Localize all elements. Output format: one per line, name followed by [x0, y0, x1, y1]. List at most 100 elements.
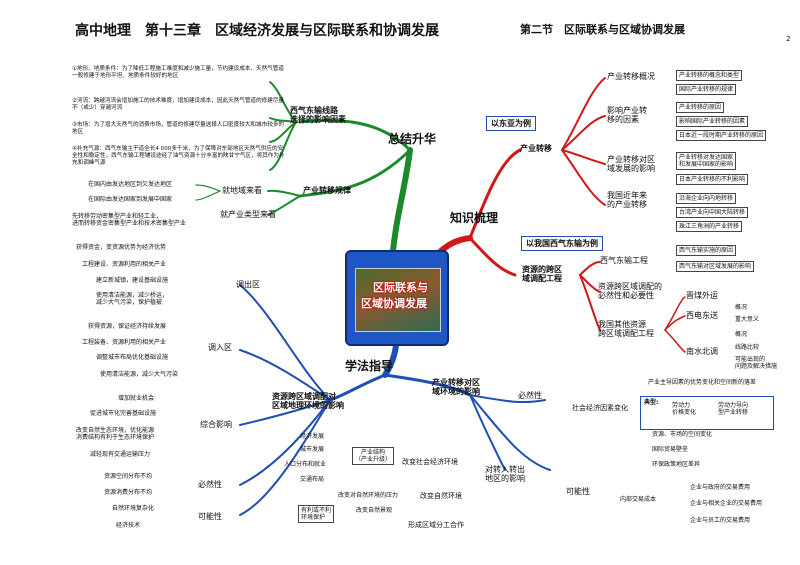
factors-title: 西气东输线路 选择的影响因素	[290, 106, 346, 124]
combined-impact: 综合影响	[200, 420, 232, 429]
dynamic-note: 产业主导因素的优势变化和空间新的落差	[648, 380, 756, 387]
in-item-2: 工程装备、资源利用的相关产业	[82, 340, 166, 347]
water-node: 南水北调	[686, 347, 718, 356]
possibility-label: 可能性	[566, 487, 590, 496]
econ-item-3: 人口分布和就业	[284, 462, 326, 469]
cost-item-3: 企业与员工的交易费用	[690, 518, 750, 525]
cost-item-2: 企业与相关企业的交易费用	[690, 501, 762, 508]
out-item-2: 工程建设、资源利用的相关产业	[82, 262, 166, 269]
coal-node: 晋煤外运	[686, 291, 718, 300]
factor-note-4: ④补充气源：西气东输主干道全长4 000多千米，为了保障对东部地区天然气供应的安…	[72, 146, 287, 167]
water-item-1: 概况	[735, 332, 747, 339]
rule-title: 产业转移规律	[303, 186, 351, 195]
can-item-1: 自然环境复杂化	[112, 506, 154, 513]
section-title: 第二节 区际联系与区域协调发展	[520, 24, 685, 37]
impact-item-1: 产业转移对发达国家 和发展中国家的影响	[676, 152, 736, 170]
inout-node: 对转入转出 地区的影响	[485, 465, 525, 483]
out-area: 调出区	[236, 280, 260, 289]
econ-item-4: 交通布局	[300, 477, 324, 484]
wge-item-2: 西气东输对区域发展的影响	[676, 261, 754, 272]
labor-price: 劳动力 价格变化	[672, 403, 696, 417]
power-item-1: 概况	[735, 305, 747, 312]
power-item-2: 重大意义	[735, 317, 759, 324]
in-item-3: 调整城市布局优化基础设施	[96, 355, 168, 362]
branch-method: 学法指导	[345, 360, 393, 374]
water-item-2: 线路比较	[735, 345, 759, 352]
in-item-1: 获得资源，保证经济持续发展	[88, 324, 166, 331]
impact-node: 产业转移对区 域发展的影响	[607, 155, 655, 173]
natural-item-1: 改变对自然环境的压力	[338, 493, 398, 500]
typical-box	[640, 396, 774, 430]
type-text: 先转移劳动密集型产业和轻工业， 进而转移资金密集型产业和技术密集型产业	[72, 214, 186, 228]
econ-item-1: 经济发展	[300, 434, 324, 441]
tag-east-asia: 以东亚为例	[486, 116, 536, 131]
industry-transfer: 产业转移	[520, 144, 552, 153]
out-item-1: 获得资金，变资源优势为经济优势	[76, 245, 166, 252]
internal-cost: 内部交易成本	[620, 497, 656, 504]
typical-label: 典型:	[644, 400, 658, 407]
env-title: 产业转移对区 域环境的影响	[432, 378, 480, 396]
cost-item-1: 企业与政府的交易费用	[690, 485, 750, 492]
center-title-line1: 区际联系与	[373, 282, 428, 295]
must-node: 必然性	[198, 480, 222, 489]
water-item-3: 可能出现的 问题及解决措施	[735, 357, 777, 371]
impact-item-2: 日本产业转移的不利影响	[676, 174, 748, 185]
labor-industry: 劳动力导向 型产业转移	[718, 403, 748, 417]
others-node: 我国其他资源 跨区域调配工程	[598, 320, 654, 338]
comb-item-1: 增加就业机会	[118, 396, 154, 403]
out-item-3: 建立新城镇，建设基础设施	[96, 278, 168, 285]
wge-node: 西气东输工程	[600, 256, 648, 265]
necessity-node: 资源跨区域调配的 必然性和必要性	[598, 282, 662, 300]
in-area: 调入区	[208, 343, 232, 352]
division-node: 形成区域分工合作	[408, 521, 464, 529]
comb-item-3: 改变自然生态环境，优化能源 消费结构有利于生态环境保护	[76, 428, 154, 442]
overview-item-2: 国际产业转移的规律	[676, 84, 736, 95]
factor-item-3: 日本近一段时期产业转移的原因	[676, 130, 766, 141]
can-item-2: 经济技术	[116, 523, 140, 530]
socio-item-3: 环保政策地区差异	[652, 462, 700, 469]
recent-node: 我国近年来 的产业转移	[607, 191, 647, 209]
factor-note-3: ③市场：为了增大天然气的消费市场，管道的修建尽量选择人口密度较大和城市较多的地区	[72, 122, 287, 136]
wge-item-1: 西气东输实施的原因	[676, 245, 736, 256]
factor-note-2: ②河流：跨越河流会增加施工的技术难度，增加建设成本，因此天然气管道的修建尽量不（…	[72, 98, 287, 112]
power-node: 西电东送	[686, 311, 718, 320]
socio-factor: 社会经济因素变化	[572, 404, 628, 412]
recent-item-3: 珠江三角洲的产业转移	[676, 221, 742, 232]
must-item-2: 资源消费分布不均	[104, 490, 152, 497]
must-item-1: 资源空间分布不均	[104, 474, 152, 481]
center-title-line2: 区域协调发展	[361, 298, 427, 311]
natural-item-2: 改变自然景观	[356, 508, 392, 515]
page-mark: 2	[786, 35, 790, 43]
factor-item-2: 影响国际产业转移的因素	[676, 116, 748, 127]
struct-box: 产业结构 （产业升级）	[352, 447, 394, 465]
in-item-4: 使用清洁能源，减少大气污染	[100, 372, 178, 379]
socio-item-1: 资源、市场的空间变化	[652, 432, 712, 439]
factors-node: 影响产业转 移的因素	[607, 106, 647, 124]
tag-west-east-gas: 以我国西气东输为例	[521, 236, 603, 251]
protect-box: 有利或不利 环境保护	[298, 505, 334, 523]
near-item-1: 在国内由发达地区到欠发达地区	[88, 182, 172, 189]
comb-item-4: 减轻现有交通运输压力	[90, 452, 150, 459]
econ-item-2: 城市发展	[300, 447, 324, 454]
out-item-4: 使用清洁能源，减少桥运， 减少大气污染，保护植被	[96, 293, 168, 307]
econ-node: 改变社会经济环境	[402, 458, 458, 466]
overview-item-1: 产业转移的概念和类型	[676, 70, 742, 81]
factor-item-1: 产业转移的原因	[676, 102, 724, 113]
resource-env-title: 资源跨区域调配对 区域地理环境的影响	[272, 392, 344, 410]
recent-item-2: 台湾产业向中国大陆转移	[676, 207, 748, 218]
can-node: 可能性	[198, 512, 222, 521]
branch-summary: 总结升华	[388, 133, 436, 147]
near-far-label: 就地域来看	[222, 186, 262, 195]
necessity-label: 必然性	[518, 391, 542, 400]
type-title: 就产业类型来看	[220, 210, 276, 219]
center-card: 区际联系与 区域协调发展	[345, 250, 449, 346]
socio-item-2: 国际贸易壁垒	[652, 447, 688, 454]
comb-item-2: 促进城市化完善基础设施	[90, 411, 156, 418]
factor-note-1: ①地形、地质条件：为了降低工程施工难度和减少施工量，节约建设成本，天然气管道一般…	[72, 66, 287, 80]
near-item-2: 在国际由发达国家到发展中国家	[88, 197, 172, 204]
natural-node: 改变自然环境	[420, 492, 462, 500]
overview: 产业转移概况	[607, 72, 655, 81]
branch-knowledge: 知识梳理	[450, 212, 498, 226]
recent-item-1: 沿海企业向内地转移	[676, 193, 736, 204]
